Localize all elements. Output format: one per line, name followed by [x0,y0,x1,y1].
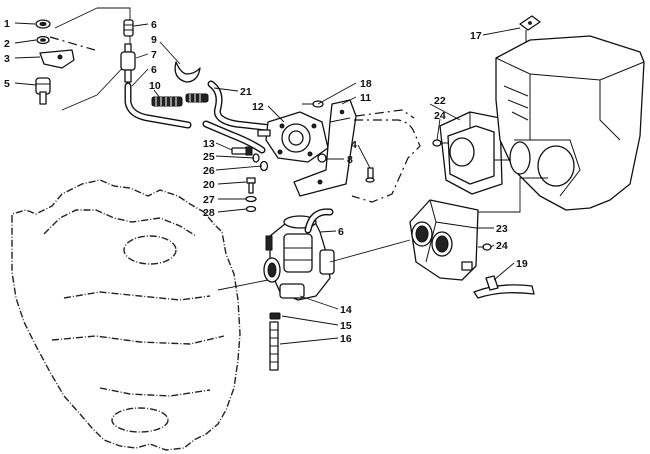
callout-1: 1 [4,18,10,30]
hose-lower-21 [202,120,266,154]
stud-part-16 [269,321,279,371]
screw-part-24b [478,243,492,251]
hose-part-21 [207,80,276,132]
bracket-dashed-outline [351,109,421,203]
callout-23: 23 [496,223,508,235]
carb-to-airbox-line [329,239,411,263]
callout-15: 15 [340,320,352,332]
callout-18: 18 [360,78,372,90]
nut-part-1 [35,19,51,29]
callout-25: 25 [203,151,215,163]
callout-20: 20 [203,179,215,191]
callout-21: 21 [240,86,252,98]
nut-part-8 [317,153,327,163]
mounting-bracket-part-11 [293,99,357,197]
callout-24a: 24 [434,110,446,122]
callout-9: 9 [151,34,157,46]
callout-10: 10 [149,80,161,92]
box-to-silencer-line [470,177,548,213]
callout-24b: 24 [496,240,508,252]
fuel-valve-part-5 [35,77,51,105]
air-silencer-part-23 [409,199,479,281]
callout-4: 4 [351,139,357,151]
washer-part-27 [245,195,257,203]
callout-17: 17 [470,30,482,42]
screw-part-13 [231,146,253,156]
engine-to-carb-line [217,279,269,291]
clamp-part-9 [174,61,201,83]
callout-11: 11 [360,92,371,104]
callout-2: 2 [4,38,10,50]
callout-16: 16 [340,333,352,345]
bolt-part-20 [246,177,256,194]
fuel-pump-part-12 [257,111,329,163]
callout-8: 8 [347,154,353,166]
callout-14: 14 [340,304,352,316]
hose-part-6-fuel-line [124,82,192,129]
fuel-filter-part-7 [120,43,136,83]
callout-22: 22 [434,95,446,107]
callout-leader-lines [14,22,521,345]
callout-7: 7 [151,49,157,61]
nut-part-15 [269,312,281,320]
callout-28: 28 [203,207,215,219]
tab-part-17 [519,15,541,42]
callout-5: 5 [4,78,10,90]
callout-6a: 6 [151,19,157,31]
hose-part-6-carb [304,208,334,234]
spring-part-10 [151,96,183,107]
callout-3: 3 [4,53,10,65]
spring-part-10b [185,93,209,103]
nut-part-28 [245,205,257,213]
intake-adapter-part-22 [439,111,503,195]
washer-part-2 [36,35,50,45]
bracket-part-3 [39,49,75,69]
carburetor-part-14 [263,215,335,301]
bolt-part-4 [365,167,375,183]
engine-outline [11,179,241,451]
strap-part-19 [473,275,535,299]
airbox-part-17 [495,35,645,211]
callout-13: 13 [203,138,215,150]
hose-connector-part-6 [123,19,134,37]
callout-6b: 6 [151,64,157,76]
callout-27: 27 [203,194,215,206]
callout-19: 19 [516,258,528,270]
callout-12: 12 [252,101,264,113]
callout-labels: 1 2 3 5 6 7 6 9 10 21 12 18 11 13 25 26 … [4,18,528,345]
pin-part-18 [302,100,324,108]
callout-26: 26 [203,165,215,177]
callout-6c: 6 [338,226,344,238]
